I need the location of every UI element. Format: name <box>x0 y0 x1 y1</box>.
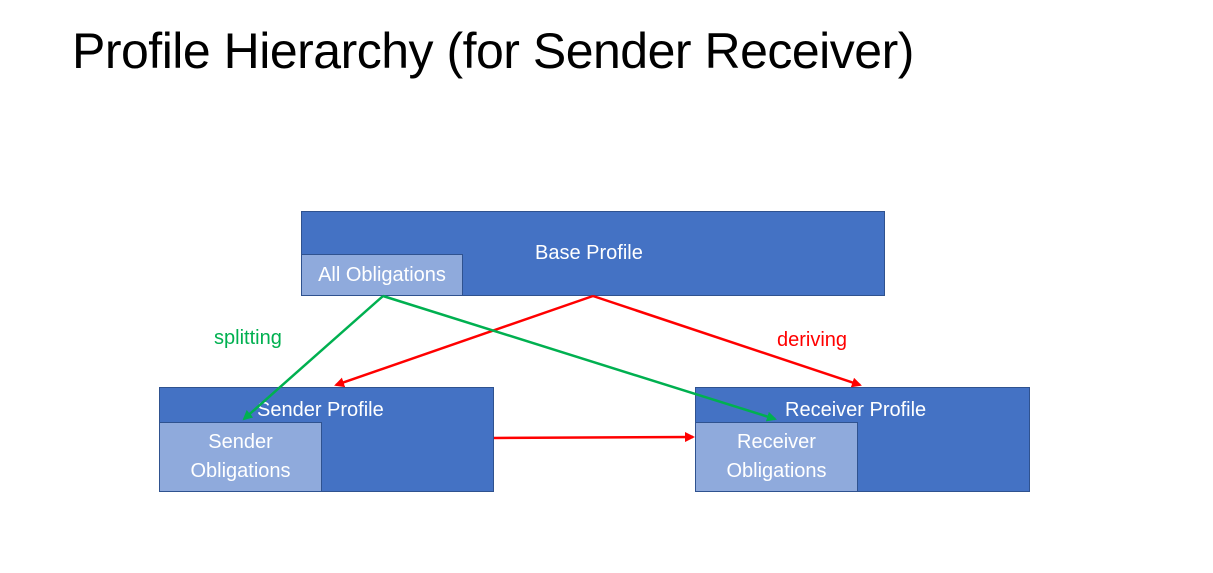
base-profile-label: Base Profile <box>535 242 643 264</box>
receiver-obligations-line-2: Obligations <box>726 460 827 482</box>
sender-obligations-line-1: Sender <box>208 431 273 453</box>
deriving-arrow-sender-to-receiver <box>493 432 695 443</box>
receiver-profile-label: Receiver Profile <box>785 399 927 421</box>
receiver-obligations-box: Receiver Obligations <box>695 422 858 492</box>
all-obligations-box: All Obligations <box>301 254 463 296</box>
sender-obligations-box: Sender Obligations <box>159 422 322 492</box>
sender-obligations-line-2: Obligations <box>190 460 291 482</box>
receiver-obligations-line-1: Receiver <box>737 431 816 453</box>
all-obligations-label: All Obligations <box>318 264 446 286</box>
deriving-arrow-to-sender <box>334 294 594 388</box>
sender-profile-label: Sender Profile <box>257 399 384 421</box>
page-title: Profile Hierarchy (for Sender Receiver) <box>72 23 914 79</box>
splitting-label: splitting <box>214 327 282 349</box>
deriving-label: deriving <box>777 329 848 351</box>
